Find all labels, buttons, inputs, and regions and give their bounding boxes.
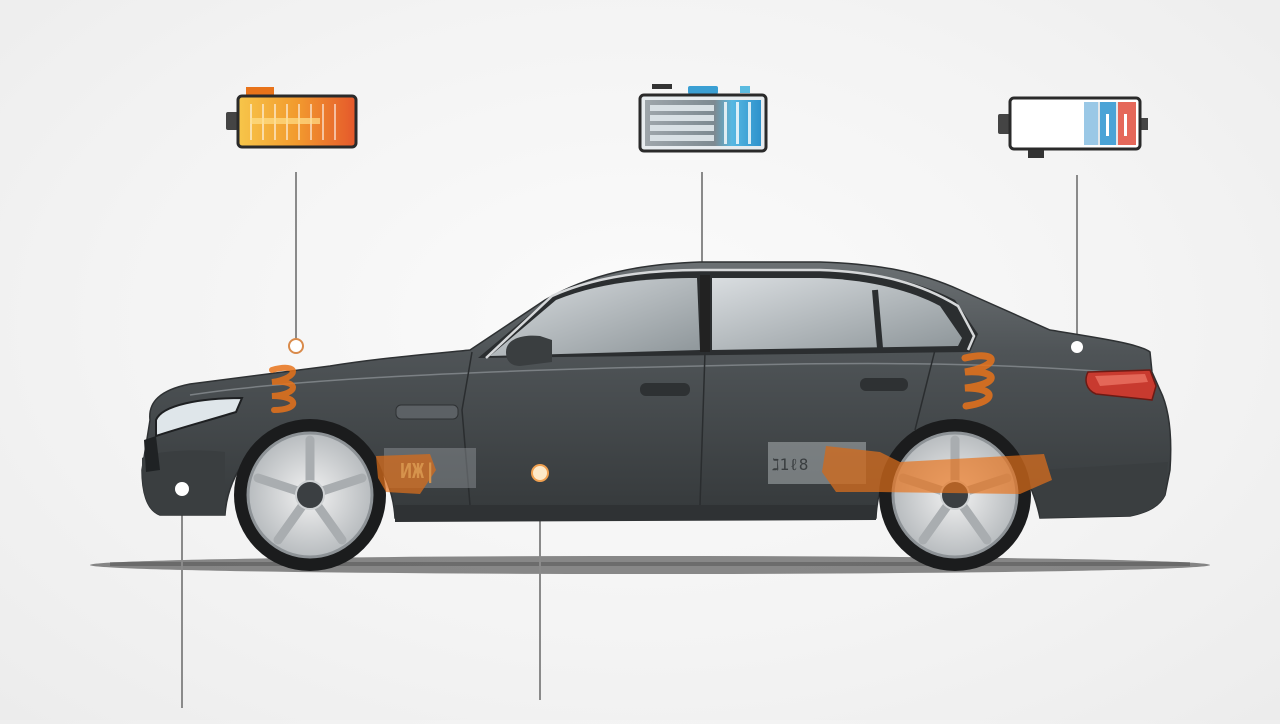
front-window: [490, 278, 700, 356]
battery-low-icon: [998, 96, 1148, 158]
front-axle-component: [376, 454, 436, 494]
rear-battery-connector-dot: [1071, 341, 1083, 353]
rear-door-handle: [860, 378, 908, 391]
taillight-highlight: [1095, 374, 1148, 386]
car: [141, 261, 1172, 522]
c-pillar-divider: [872, 289, 883, 349]
mid-bottom-connector-dot: [531, 464, 549, 482]
window-chrome-trim: [485, 268, 976, 359]
rear-window: [712, 278, 962, 350]
front-door-line: [461, 351, 473, 506]
ground-line: [110, 562, 1190, 566]
front-suspension-spring: [269, 364, 297, 413]
front-battery-connector-dot: [288, 338, 304, 354]
rear-bumper: [1040, 462, 1168, 518]
battery-amber-icon: [226, 87, 358, 149]
car-sill: [395, 505, 876, 522]
front-wheel: [234, 419, 386, 571]
center-door-line: [699, 351, 706, 506]
drivetrain-components: ИЖ| ℷ1ℓ8: [269, 352, 1052, 494]
rear-component-label: ℷ1ℓ8: [772, 455, 808, 474]
rear-wheel: [879, 419, 1031, 571]
side-mirror: [506, 335, 552, 366]
rear-door-line: [914, 349, 936, 431]
front-grille: [144, 436, 160, 472]
headlight: [155, 396, 244, 438]
front-bottom-connector-dot: [175, 482, 189, 496]
battery-blue-icon: [638, 84, 768, 153]
rear-suspension-spring: [961, 352, 995, 410]
rear-axle-component: [822, 446, 1052, 494]
mid-component-label: ИЖ|: [400, 459, 436, 483]
side-marker: [395, 404, 459, 420]
front-door-handle: [640, 383, 690, 396]
